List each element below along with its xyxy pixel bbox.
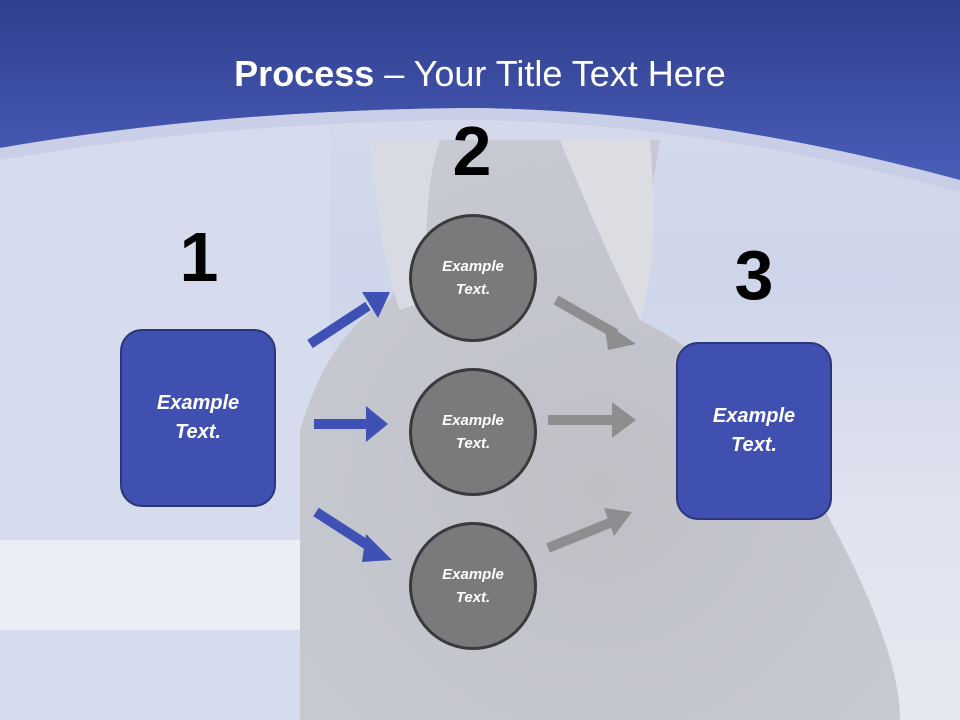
circle-top-line1: Example [442, 258, 504, 275]
circle-bottom-line1: Example [442, 566, 504, 583]
circle-top: Example Text. [409, 214, 537, 342]
circle-middle-line2: Text. [455, 435, 491, 452]
circle-middle-line1: Example [442, 412, 504, 429]
right-box-line1: Example [712, 405, 796, 427]
photo-light-strip [0, 540, 330, 630]
arrow-gray-right [548, 402, 636, 438]
arrow-gray-up [546, 508, 632, 553]
slide-title: Process – Your Title Text Here [0, 52, 960, 96]
left-box: Example Text. [120, 329, 276, 507]
left-box-line1: Example [156, 392, 240, 414]
circle-top-line2: Text. [455, 281, 491, 298]
arrow-gray-down [553, 295, 636, 350]
right-box: Example Text. [676, 342, 832, 520]
header-band [0, 0, 960, 180]
right-box-line2: Text. [731, 434, 777, 456]
step-number-1: 1 [179, 218, 219, 296]
arrow-blue-down [313, 507, 392, 562]
circle-middle: Example Text. [409, 368, 537, 496]
circle-bottom-line2: Text. [455, 589, 491, 606]
step-number-2: 2 [452, 112, 492, 190]
step-number-3: 3 [734, 236, 774, 314]
arrow-blue-up [307, 292, 390, 349]
left-box-line2: Text. [175, 421, 221, 443]
title-bold: Process [234, 53, 375, 94]
title-dash: – [374, 53, 414, 94]
circle-bottom: Example Text. [409, 522, 537, 650]
photo-hair-shape-right [560, 140, 654, 320]
title-rest: Your Title Text Here [413, 53, 726, 94]
header-arc-light [0, 108, 960, 192]
arrow-blue-right [314, 406, 388, 442]
